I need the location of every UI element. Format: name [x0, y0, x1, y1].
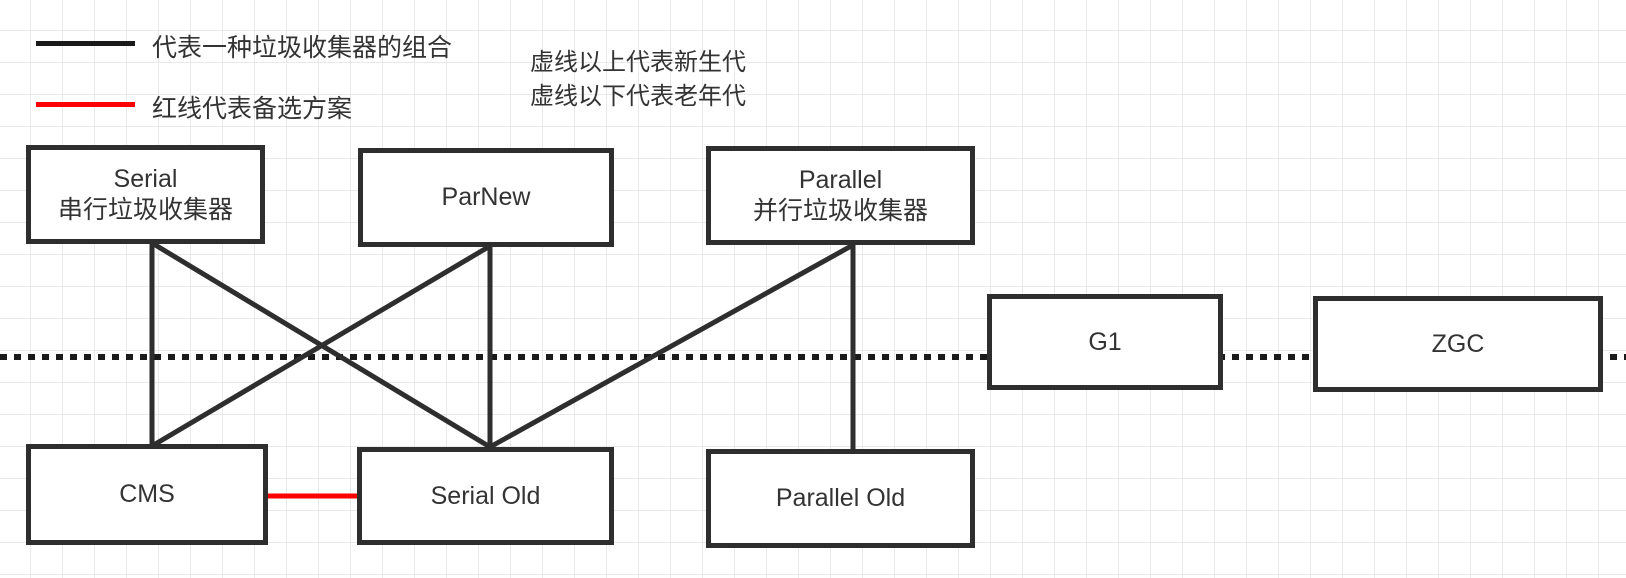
node-zgc[interactable]: ZGC: [1313, 296, 1603, 392]
divider-note-old: 虚线以下代表老年代: [530, 83, 746, 111]
divider-note: 虚线以上代表新生代 虚线以下代表老年代: [530, 46, 746, 114]
node-parallel[interactable]: Parallel 并行垃圾收集器: [706, 146, 975, 245]
node-serial-title: Serial: [113, 165, 178, 193]
node-zgc-title: ZGC: [1431, 329, 1485, 358]
legend-swatch-combination: [36, 41, 135, 46]
legend-label-combination: 代表一种垃圾收集器的组合: [152, 34, 453, 62]
node-parallel-old-title: Parallel Old: [775, 484, 906, 513]
node-parnew-title: ParNew: [441, 183, 531, 212]
node-cms-title: CMS: [119, 480, 175, 509]
divider-note-young: 虚线以上代表新生代: [530, 49, 746, 76]
node-parnew[interactable]: ParNew: [358, 148, 614, 247]
node-g1-title: G1: [1088, 327, 1122, 356]
node-serial-old-title: Serial Old: [430, 481, 541, 510]
node-g1[interactable]: G1: [987, 294, 1223, 390]
node-serial-subtitle: 串行垃圾收集器: [57, 195, 233, 224]
node-serial-old[interactable]: Serial Old: [357, 447, 614, 545]
node-parallel-old[interactable]: Parallel Old: [706, 449, 975, 548]
node-parallel-subtitle: 并行垃圾收集器: [752, 196, 928, 225]
node-serial[interactable]: Serial 串行垃圾收集器: [26, 145, 265, 244]
legend-swatch-alternate: [36, 102, 135, 107]
node-parallel-title: Parallel: [798, 166, 883, 194]
legend-label-alternate: 红线代表备选方案: [152, 95, 353, 123]
edge-parnew-cms: [150, 243, 492, 449]
node-cms[interactable]: CMS: [26, 444, 268, 545]
edge-parallel-serialold: [488, 242, 855, 450]
